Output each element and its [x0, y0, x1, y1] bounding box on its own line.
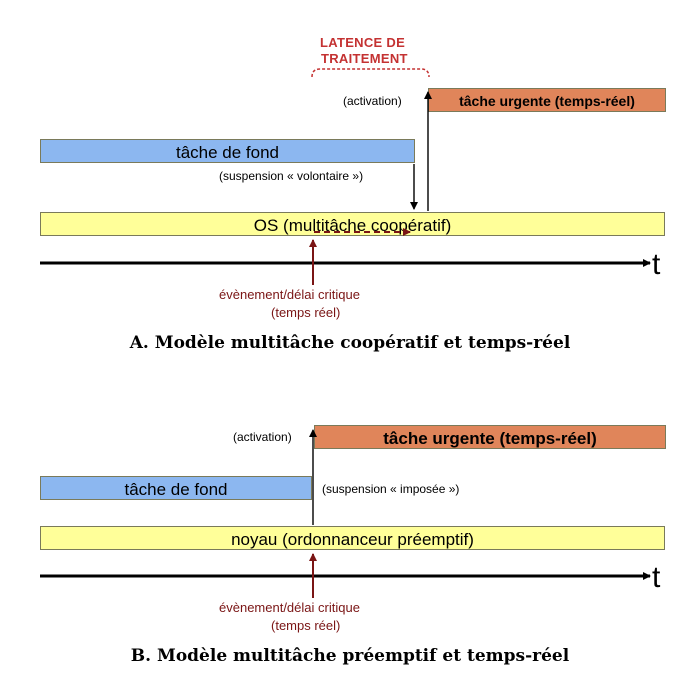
urgent-task-bar-b: tâche urgente (temps-réel) — [314, 425, 666, 449]
kernel-bar-b: noyau (ordonnanceur préemptif) — [40, 526, 665, 550]
suspension-label-b: (suspension « imposée ») — [322, 482, 460, 496]
urgent-task-label-b: tâche urgente (temps-réel) — [383, 429, 597, 448]
event-label-a-line1: évènement/délai critique — [219, 287, 360, 302]
background-task-bar-a: tâche de fond — [40, 139, 415, 163]
event-label-b-line1: évènement/délai critique — [219, 600, 360, 615]
urgent-task-bar-a: tâche urgente (temps-réel) — [428, 88, 666, 112]
os-label-a: OS (multitâche coopératif) — [253, 216, 452, 235]
os-bar-a: OS (multitâche coopératif) — [40, 212, 665, 236]
latency-label-line1: LATENCE DE — [320, 35, 406, 50]
background-task-bar-b: tâche de fond — [40, 476, 312, 500]
activation-label-a: (activation) — [343, 94, 402, 108]
time-axis-label-a: t — [652, 248, 661, 281]
time-axis-label-b: t — [652, 561, 661, 594]
activation-label-b: (activation) — [233, 430, 292, 444]
latency-label-line2: TRAITEMENT — [321, 51, 408, 66]
event-label-b-line2: (temps réel) — [271, 618, 341, 633]
background-task-label-b: tâche de fond — [124, 480, 228, 499]
kernel-label-b: noyau (ordonnanceur préemptif) — [231, 530, 474, 549]
urgent-task-label-a: tâche urgente (temps-réel) — [459, 93, 635, 109]
event-label-a-line2: (temps réel) — [271, 305, 341, 320]
background-task-label-a: tâche de fond — [175, 143, 280, 162]
caption-b: B. Modèle multitâche préemptif et temps-… — [130, 646, 570, 666]
latency-brace — [311, 68, 430, 78]
caption-a: A. Modèle multitâche coopératif et temps… — [129, 333, 571, 353]
suspension-label-a: (suspension « volontaire ») — [219, 169, 364, 183]
